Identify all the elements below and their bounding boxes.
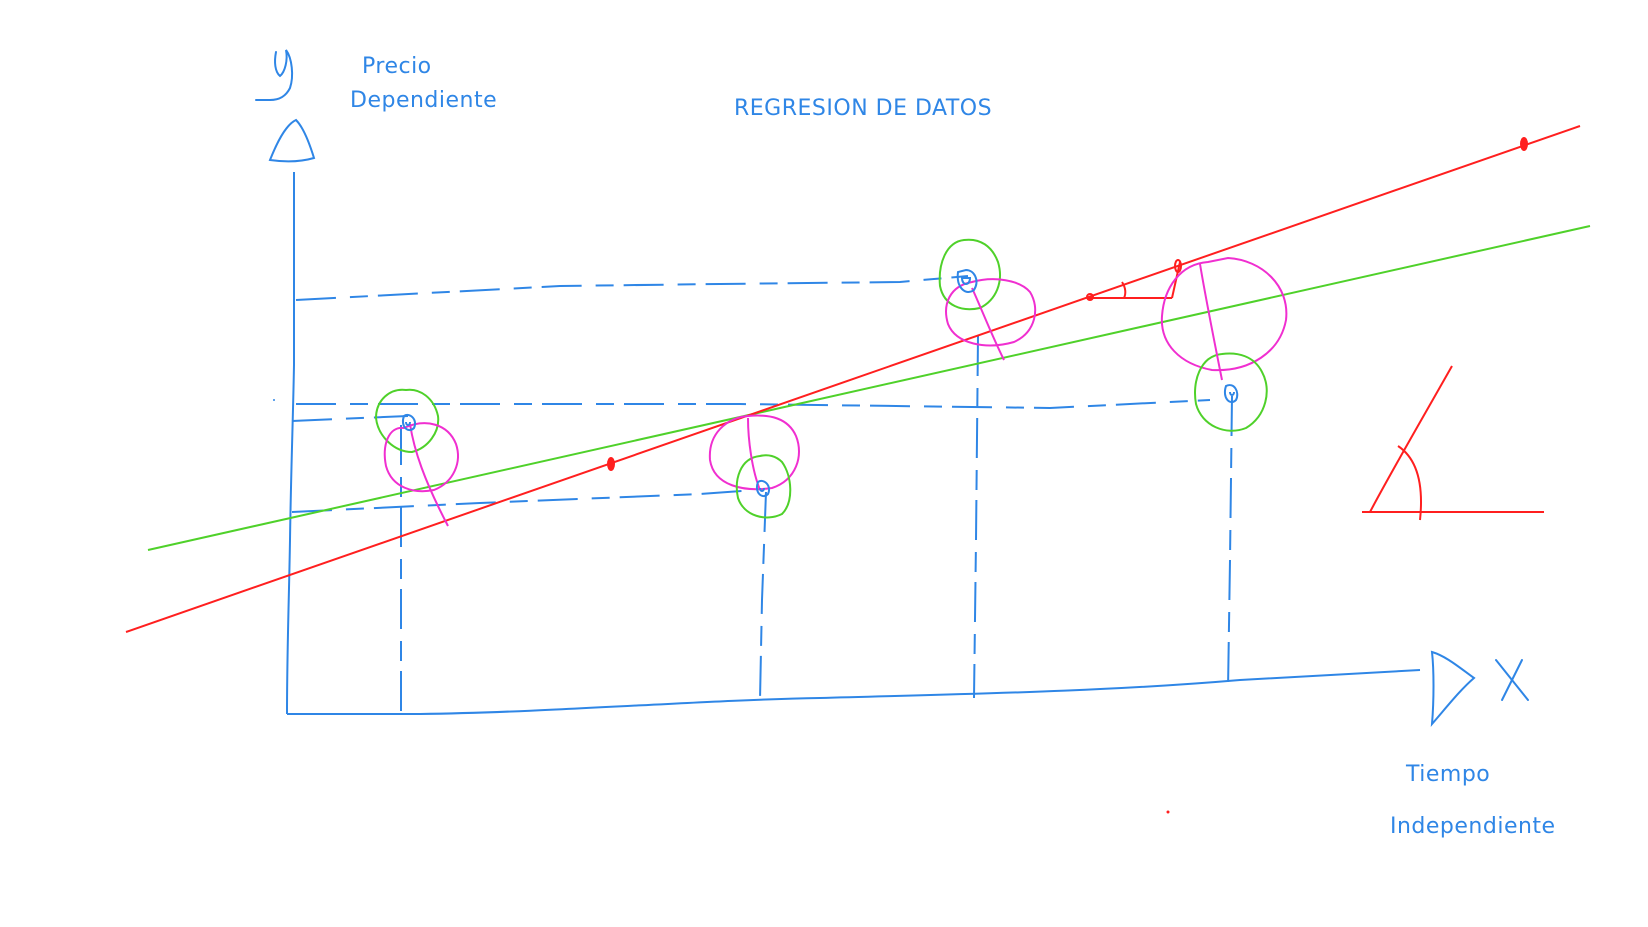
stray-red-dot	[1166, 810, 1170, 814]
red-regression-line	[125, 125, 1581, 633]
x-axis-line	[287, 669, 1421, 715]
data-point-3	[938, 238, 1037, 361]
y-axis-line	[286, 172, 295, 715]
x-axis-label-line1: Tiempo	[1406, 762, 1491, 787]
chart-title: REGRESION DE DATOS	[734, 96, 993, 121]
projection-lines-horizontal	[291, 275, 1211, 513]
slope-triangle	[1086, 259, 1182, 301]
red-line-markers	[607, 137, 1528, 471]
data-point-2	[708, 414, 800, 519]
stray-blue-dot	[273, 399, 275, 401]
y-axis-arrowhead	[268, 118, 316, 163]
x-axis-label-line2: Independiente	[1390, 814, 1556, 839]
projection-lines-vertical	[400, 335, 1233, 714]
x-axis-letter-glyph	[1495, 659, 1529, 701]
y-axis-label-line2: Dependiente	[350, 88, 498, 113]
angle-sketch	[1362, 365, 1544, 521]
green-regression-line	[147, 225, 1591, 551]
x-axis-arrowhead	[1430, 650, 1476, 727]
y-axis-letter-glyph	[255, 49, 294, 101]
y-axis-label-line1: Precio	[362, 54, 432, 79]
data-point-1	[374, 388, 459, 527]
data-point-4	[1160, 256, 1288, 432]
